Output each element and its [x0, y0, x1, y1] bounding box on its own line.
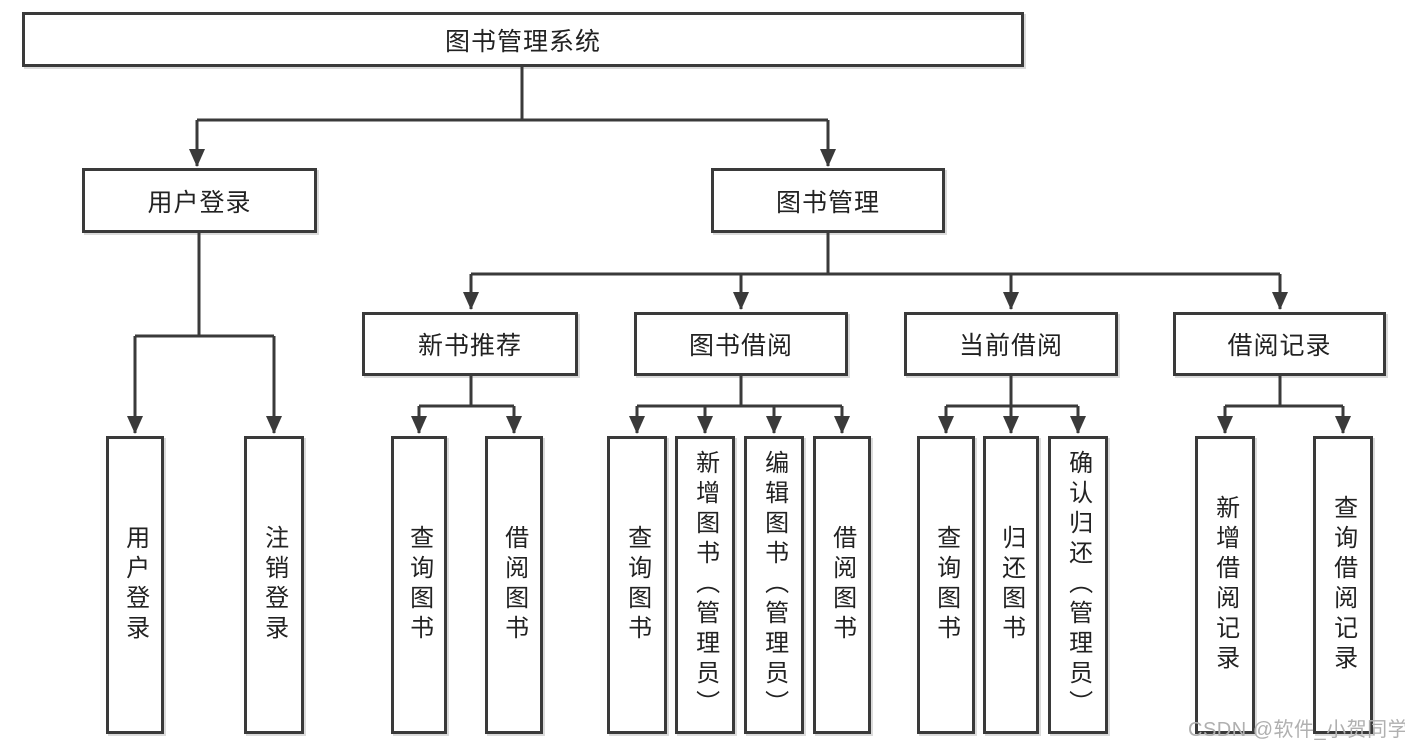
leaf-label: 确认归还（管理员） — [1064, 450, 1092, 720]
leaf-user-login: 用户登录 — [106, 436, 164, 734]
node-user-login: 用户登录 — [82, 168, 317, 233]
node-borrow-records: 借阅记录 — [1173, 312, 1386, 376]
leaf-query-books-current: 查询图书 — [917, 436, 975, 734]
connector-bookmgmt-stem — [471, 233, 1280, 276]
leaf-label: 新增借阅记录 — [1211, 495, 1239, 675]
leaf-borrow-books-recommend: 借阅图书 — [485, 436, 543, 734]
connector-userlogin-stem — [135, 233, 274, 338]
node-book-management: 图书管理 — [711, 168, 945, 233]
connector-root-stem — [197, 67, 828, 122]
leaf-logout: 注销登录 — [244, 436, 304, 734]
node-current-borrow: 当前借阅 — [904, 312, 1118, 376]
leaf-label: 借阅图书 — [500, 525, 528, 645]
leaf-label: 查询图书 — [932, 525, 960, 645]
leaf-label: 借阅图书 — [828, 525, 856, 645]
connector-borrow-stem — [637, 376, 842, 408]
leaf-edit-books-admin: 编辑图书（管理员） — [744, 436, 804, 734]
leaf-label: 编辑图书（管理员） — [760, 450, 788, 720]
node-system-root: 图书管理系统 — [22, 12, 1024, 67]
leaf-confirm-return-admin: 确认归还（管理员） — [1048, 436, 1108, 734]
connector-records-stem — [1225, 376, 1343, 408]
leaf-query-borrow-record: 查询借阅记录 — [1313, 436, 1373, 734]
connector-recommend-stem — [419, 376, 514, 408]
leaf-query-books-recommend: 查询图书 — [391, 436, 447, 734]
watermark: CSDN @软件_小贺同学 — [1188, 719, 1405, 741]
leaf-add-borrow-record: 新增借阅记录 — [1195, 436, 1255, 734]
node-book-borrow: 图书借阅 — [634, 312, 848, 376]
leaf-label: 新增图书（管理员） — [691, 450, 719, 720]
leaf-query-books-borrow: 查询图书 — [607, 436, 667, 734]
leaf-label: 注销登录 — [260, 525, 288, 645]
leaf-label: 归还图书 — [997, 525, 1025, 645]
connector-current-stem — [946, 376, 1078, 408]
node-new-book-recommend: 新书推荐 — [362, 312, 578, 376]
leaf-label: 用户登录 — [121, 525, 149, 645]
leaf-add-books-admin: 新增图书（管理员） — [675, 436, 735, 734]
leaf-borrow-books-borrow: 借阅图书 — [813, 436, 871, 734]
leaf-label: 查询图书 — [623, 525, 651, 645]
leaf-label: 查询图书 — [405, 525, 433, 645]
leaf-label: 查询借阅记录 — [1329, 495, 1357, 675]
leaf-return-books: 归还图书 — [983, 436, 1039, 734]
